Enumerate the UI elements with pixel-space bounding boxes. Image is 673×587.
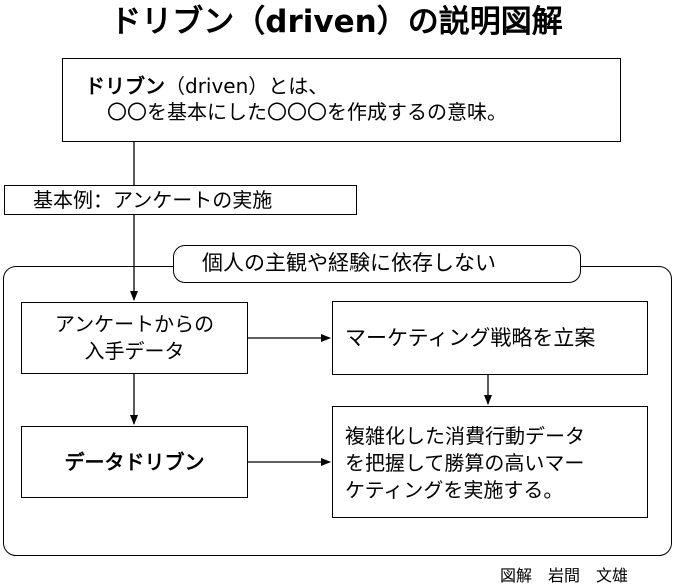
result-line3: ケティングを実施する。: [345, 478, 564, 502]
diagram-title: ドリブン（driven）の説明図解: [110, 4, 563, 40]
survey-data-box: アンケートからの 入手データ: [21, 302, 248, 374]
result-box: 複雑化した消費行動データ を把握して勝算の高いマー ケティングを実施する。: [332, 406, 648, 518]
definition-box: ドリブン（driven）とは、 〇〇を基本にした〇〇〇を作成するの意味。: [62, 58, 621, 142]
definition-term: ドリブン: [85, 74, 165, 98]
data-driven-box: データドリブン: [21, 426, 248, 498]
survey-data-line2: 入手データ: [84, 339, 185, 363]
definition-line2: 〇〇を基本にした〇〇〇を作成するの意味。: [107, 100, 507, 124]
marketing-plan-box: マーケティング戦略を立案: [332, 301, 648, 375]
definition-line1: （driven）とは、: [165, 74, 329, 98]
credit-text: 図解 岩間 文雄: [500, 566, 629, 585]
result-line1: 複雑化した消費行動データ: [345, 424, 585, 448]
result-line2: を把握して勝算の高いマー: [345, 451, 585, 475]
survey-data-line1: アンケートからの: [54, 312, 215, 336]
group-label-pill: 個人の主観や経験に依存しない: [173, 245, 581, 283]
example-label-box: 基本例：アンケートの実施: [4, 185, 357, 215]
